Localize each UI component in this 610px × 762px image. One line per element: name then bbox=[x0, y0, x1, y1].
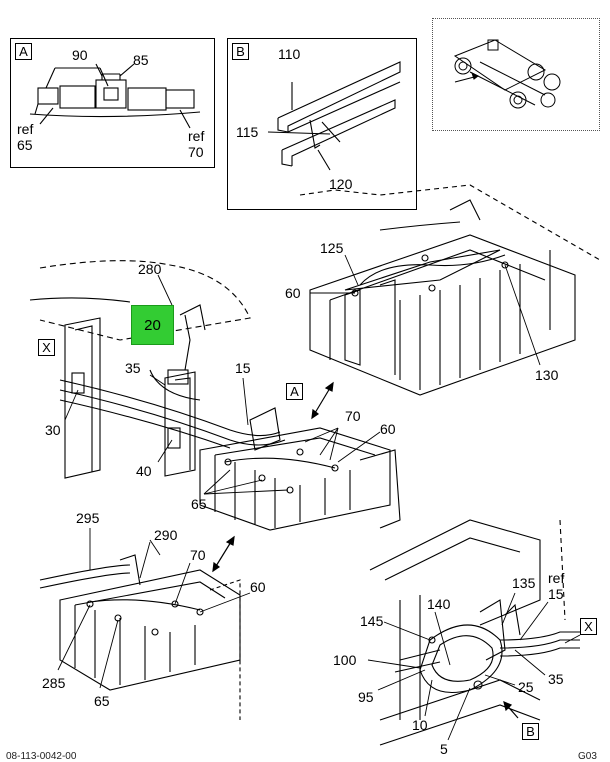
callout-x-right: X bbox=[580, 618, 597, 635]
label-65-lower: 65 bbox=[94, 693, 110, 709]
label-15: 15 bbox=[235, 360, 251, 376]
label-70-lower: 70 bbox=[190, 547, 206, 563]
label-140: 140 bbox=[427, 596, 451, 612]
inset-a-letter: A bbox=[15, 43, 32, 60]
label-295: 295 bbox=[76, 510, 100, 526]
figure-reference: 08-113-0042-00 bbox=[6, 751, 77, 762]
label-290: 290 bbox=[154, 527, 178, 543]
label-60-lower: 60 bbox=[250, 579, 266, 595]
callout-a: A bbox=[286, 383, 303, 400]
chassis-thumbnail bbox=[453, 39, 561, 109]
label-25: 25 bbox=[518, 679, 534, 695]
chassis-thumbnail-frame bbox=[432, 18, 600, 131]
label-65-mid: 65 bbox=[191, 496, 207, 512]
inset-b-letter: B bbox=[232, 43, 249, 60]
label-85: 85 bbox=[133, 52, 149, 68]
sheet-code: G03 bbox=[578, 751, 597, 762]
arrows bbox=[212, 381, 519, 719]
label-35-right: 35 bbox=[548, 671, 564, 687]
label-70-mid: 70 bbox=[345, 408, 361, 424]
label-100: 100 bbox=[333, 652, 357, 668]
label-90: 90 bbox=[72, 47, 88, 63]
label-60-mid: 60 bbox=[380, 421, 396, 437]
inset-a-frame bbox=[10, 38, 215, 168]
label-285: 285 bbox=[42, 675, 66, 691]
battery-box-middle bbox=[199, 427, 401, 531]
inset-b-drawing bbox=[267, 61, 401, 171]
label-5: 5 bbox=[440, 741, 448, 757]
label-280: 280 bbox=[138, 261, 162, 277]
label-ref-15: ref 15 bbox=[548, 570, 565, 602]
frame-rail-main bbox=[29, 260, 286, 479]
label-145: 145 bbox=[360, 613, 384, 629]
callout-b: B bbox=[522, 723, 539, 740]
label-115: 115 bbox=[236, 124, 259, 140]
label-120: 120 bbox=[329, 176, 353, 192]
label-ref-65: ref 65 bbox=[17, 121, 34, 153]
label-130: 130 bbox=[535, 367, 559, 383]
battery-box-upper bbox=[299, 184, 601, 396]
label-110: 110 bbox=[278, 46, 301, 62]
inset-b-frame bbox=[227, 38, 417, 210]
label-125: 125 bbox=[320, 240, 344, 256]
label-35: 35 bbox=[125, 360, 141, 376]
label-60-upper: 60 bbox=[285, 285, 301, 301]
label-135: 135 bbox=[512, 575, 536, 591]
callout-x: X bbox=[38, 339, 55, 356]
label-10: 10 bbox=[412, 717, 428, 733]
label-ref-70: ref 70 bbox=[188, 128, 205, 160]
label-95: 95 bbox=[358, 689, 374, 705]
leader-lines bbox=[57, 254, 581, 741]
label-40: 40 bbox=[136, 463, 152, 479]
battery-box-lower bbox=[39, 554, 241, 720]
battery-cable-assembly bbox=[369, 519, 580, 746]
label-30: 30 bbox=[45, 422, 61, 438]
inset-a-drawing bbox=[29, 63, 201, 129]
highlighted-part-20[interactable]: 20 bbox=[131, 305, 174, 345]
